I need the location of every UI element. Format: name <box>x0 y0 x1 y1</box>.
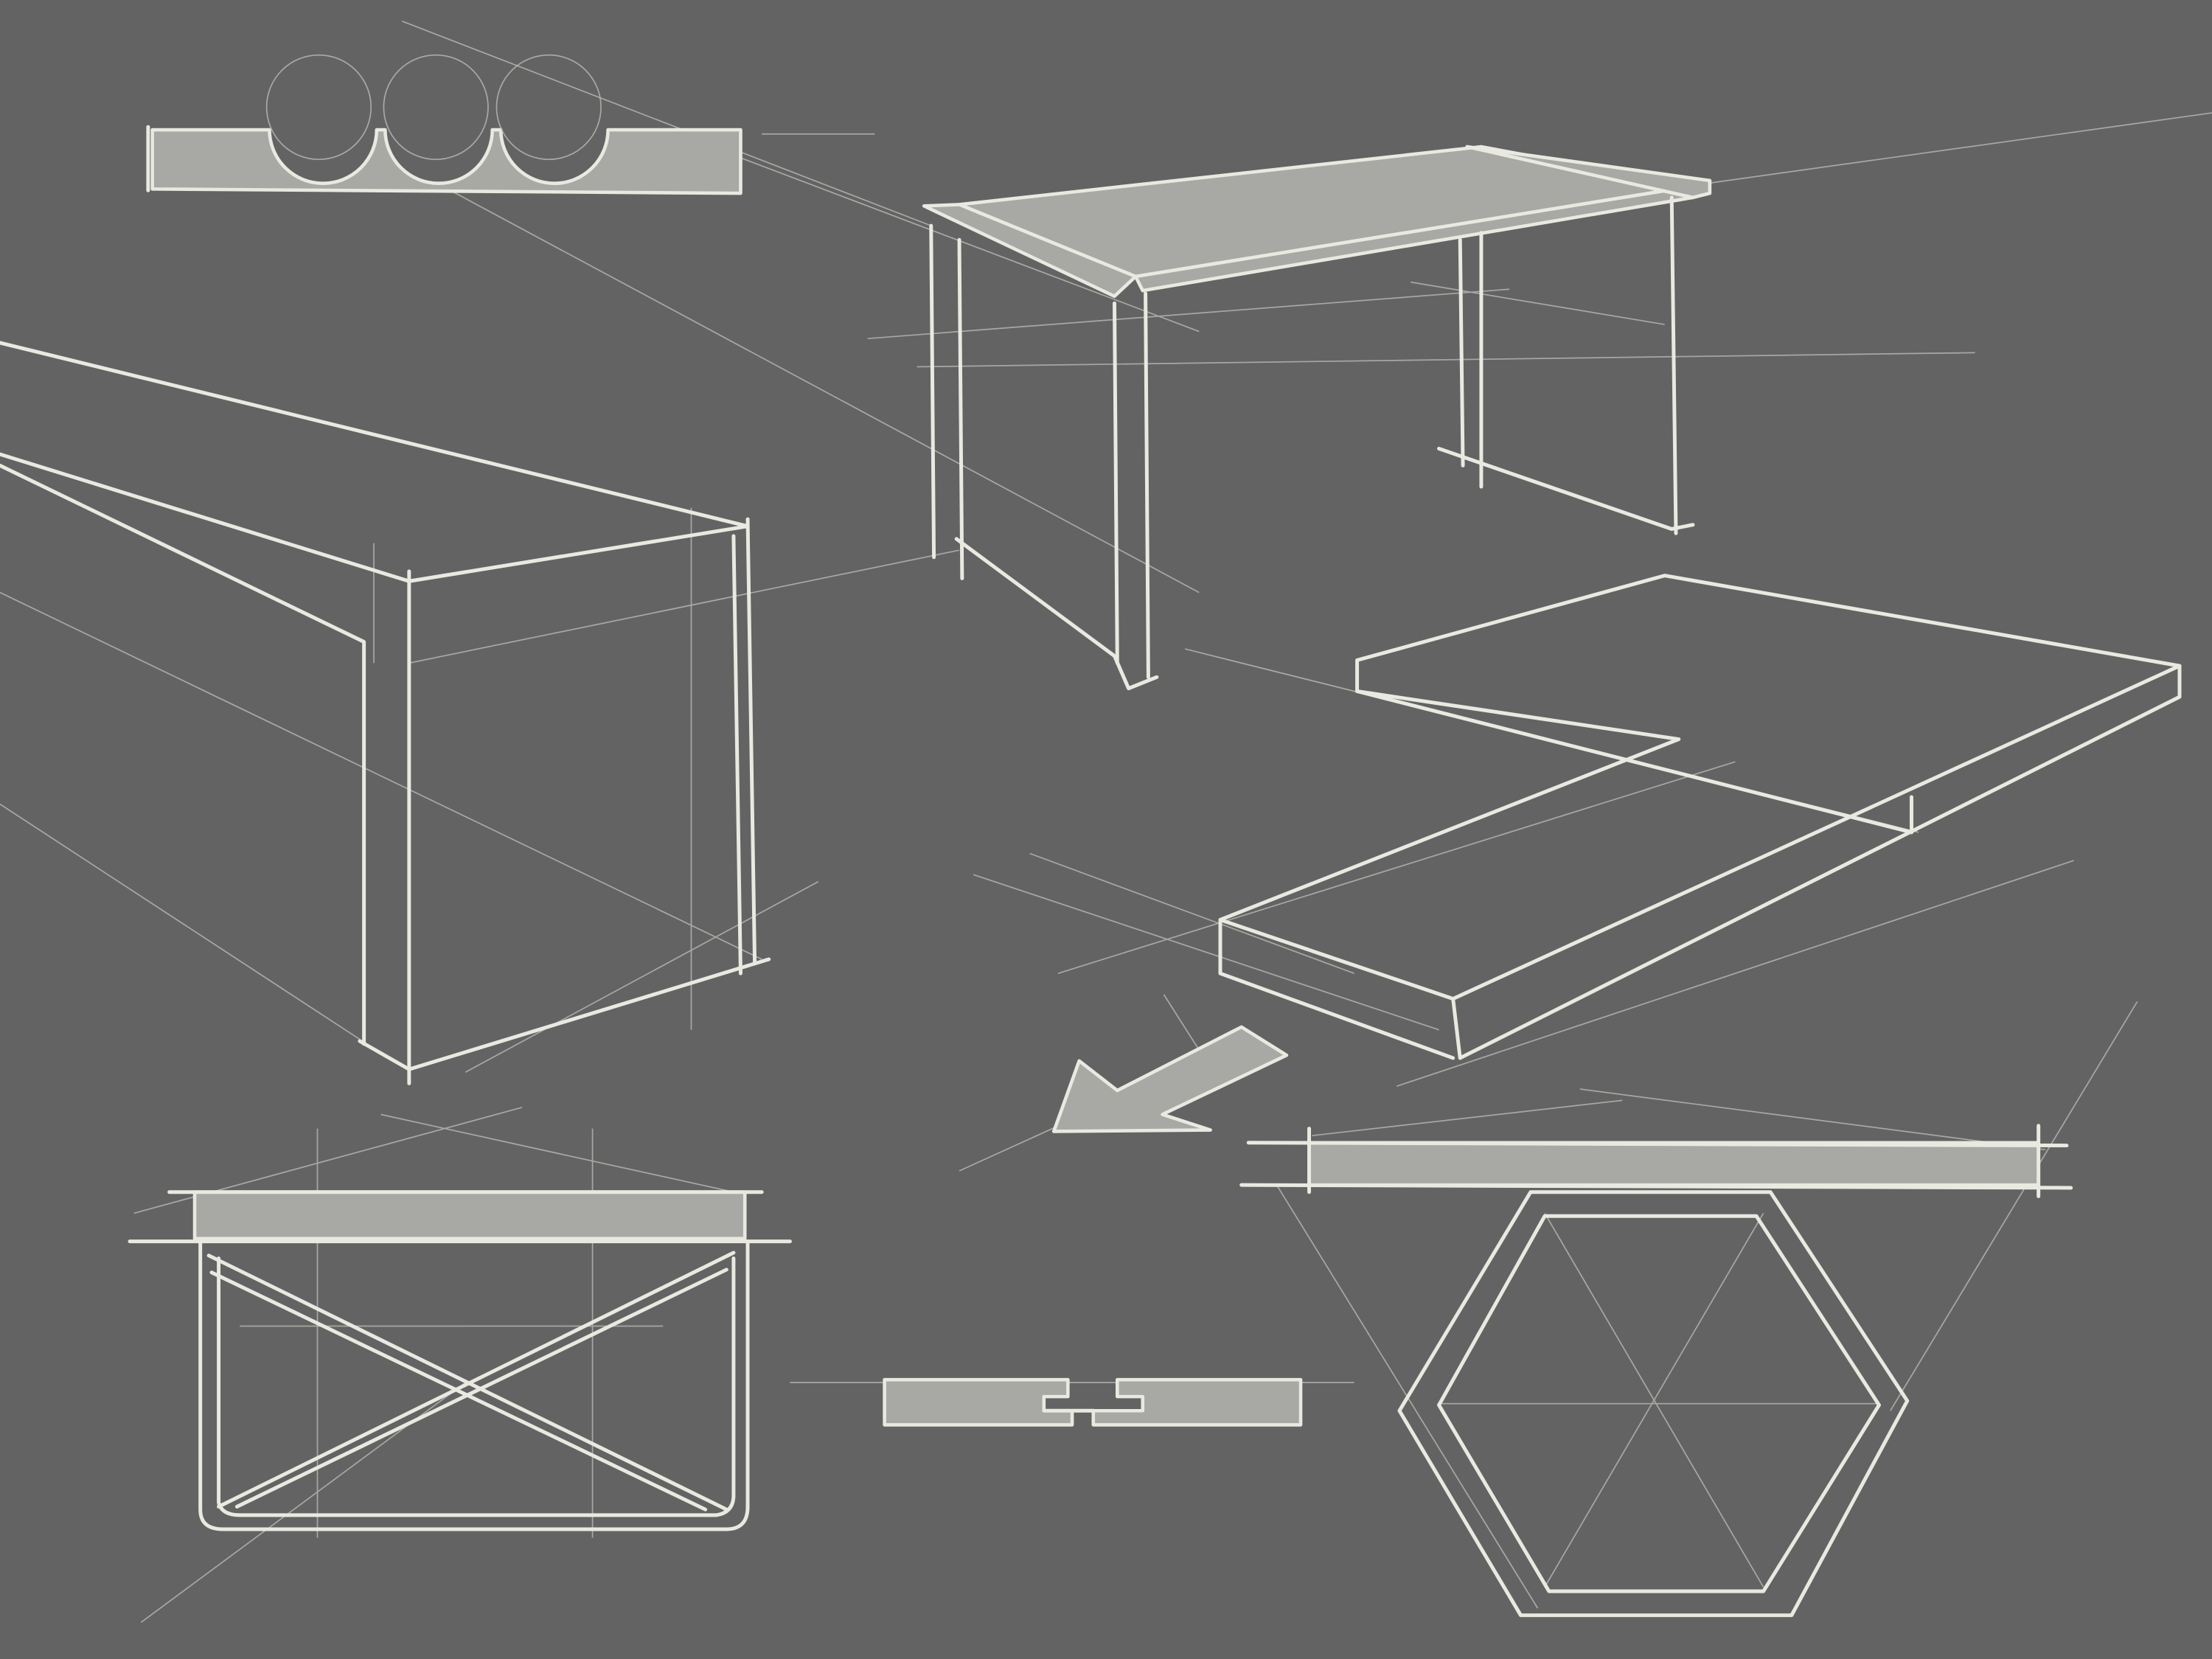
sketch-x-frame-table <box>128 1190 792 1531</box>
construction-lines <box>0 20 2212 1623</box>
sketch-table <box>922 145 1712 691</box>
sketch-joint-section <box>883 1377 1303 1427</box>
sketch-board-cutouts <box>146 54 742 195</box>
sketch-long-box <box>0 341 771 1085</box>
sketch-hexagon-table <box>1239 1124 2073 1618</box>
direction-arrow-icon <box>1051 1025 1289 1133</box>
sketch-l-slab <box>1218 574 2182 1060</box>
